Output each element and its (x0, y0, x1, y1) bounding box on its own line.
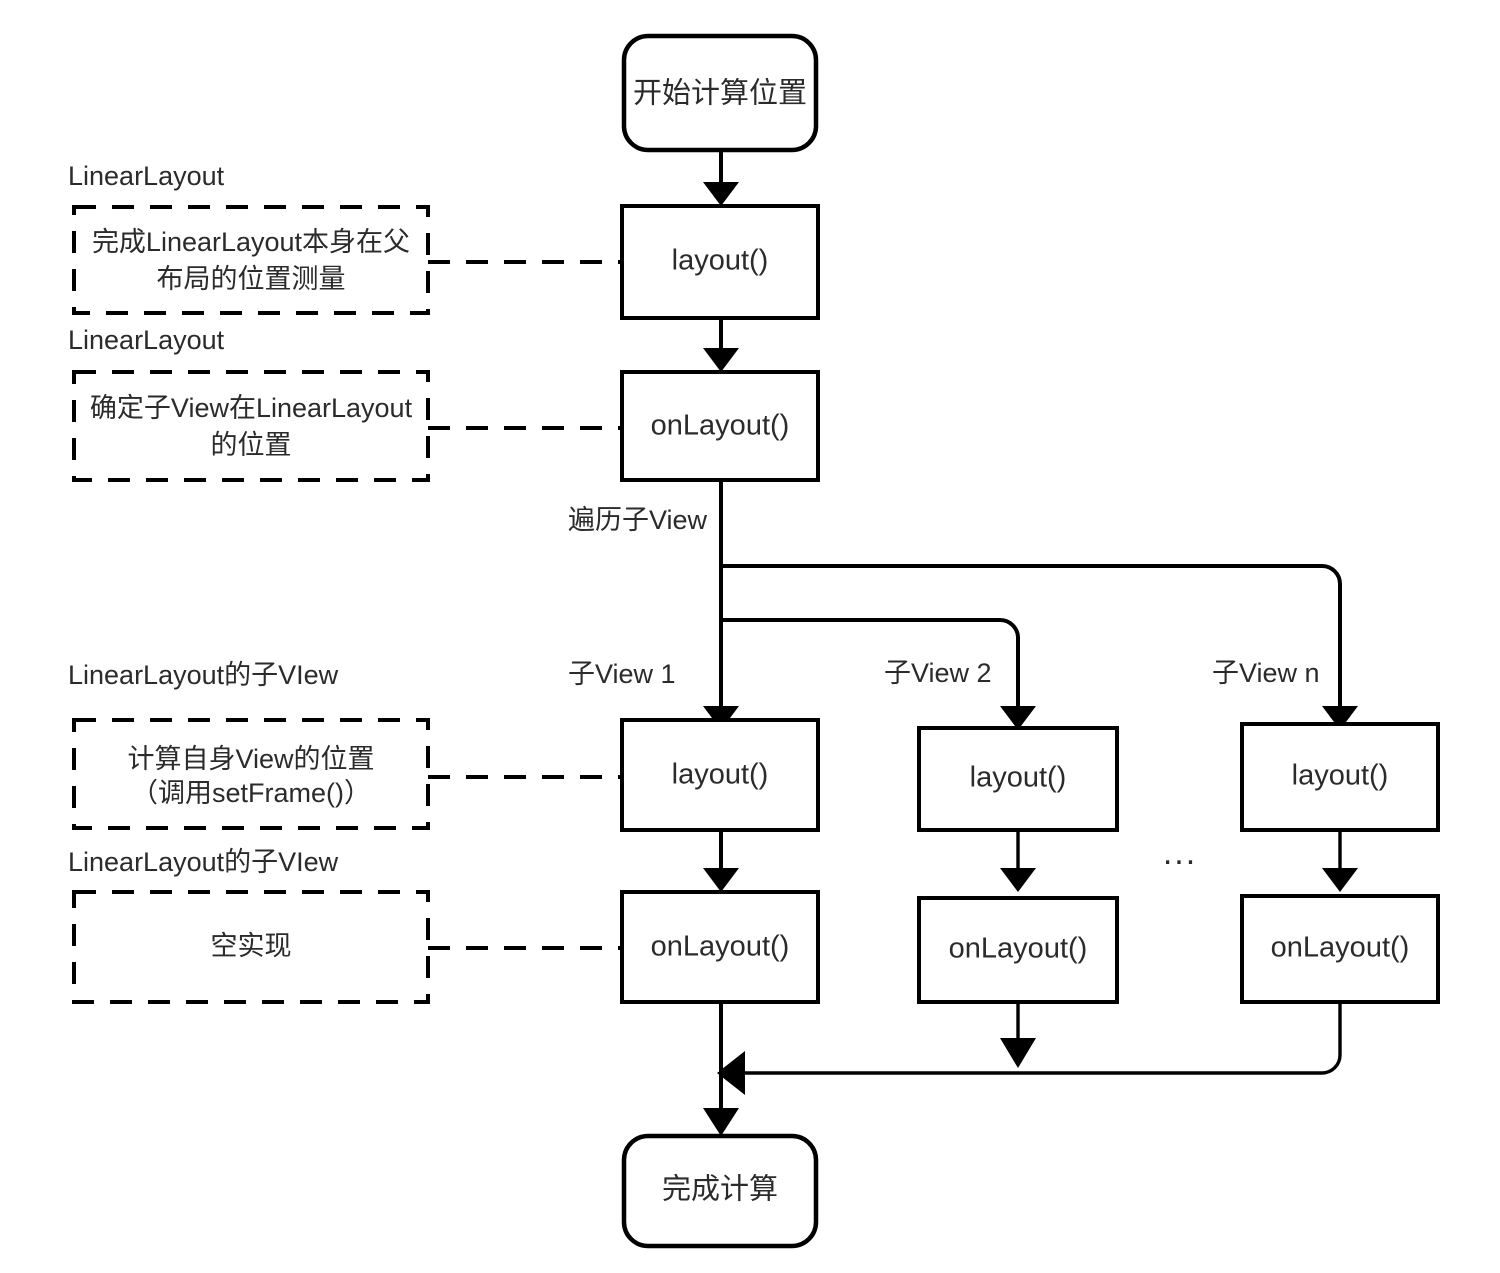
node-start[interactable]: 开始计算位置 (621, 33, 819, 153)
annotation-group-label-3: LinearLayout的子VIew (68, 660, 339, 690)
node-start-label: 开始计算位置 (633, 77, 807, 110)
annotation-group-label-4: LinearLayout的子VIew (68, 847, 339, 877)
edge-onlayout-to-fork (703, 480, 739, 730)
node-childn-onlayout[interactable]: onLayout() (1240, 894, 1440, 1004)
node-child1-onlayout[interactable]: onLayout() (620, 890, 820, 1004)
node-end[interactable]: 完成计算 (621, 1133, 819, 1249)
node-child1-layout[interactable]: layout() (620, 718, 820, 832)
annotation-group-3: LinearLayout的子VIew 计算自身View的位置 （调用setFra… (68, 660, 430, 830)
node-child1-layout-label: layout() (672, 759, 769, 791)
branch-label-child-2: 子View 2 (884, 658, 992, 688)
node-parent-layout-label: layout() (672, 245, 769, 277)
node-child2-onlayout[interactable]: onLayout() (917, 896, 1119, 1004)
annotation-box-1 (72, 205, 430, 315)
edge-child1-layout-to-onlayout (703, 830, 739, 892)
merge-arrowhead (717, 1051, 745, 1095)
annotation-line-4a: 空实现 (211, 931, 292, 961)
edge-fork-to-child-n (721, 564, 1358, 730)
annotation-group-2: LinearLayout 确定子View在LinearLayout 的位置 (68, 325, 430, 482)
edge-child1-onlayout-to-end (703, 1002, 739, 1136)
annotation-box-4 (72, 890, 430, 1004)
edge-fork-to-child-2 (721, 618, 1036, 730)
edge-child2-layout-to-onlayout (1000, 830, 1036, 892)
annotation-line-3b: （调用setFrame()） (131, 778, 371, 808)
node-parent-onlayout-label: onLayout() (651, 410, 790, 442)
edge-child2-onlayout-to-merge (1000, 1002, 1036, 1068)
branch-label-child-n: 子View n (1212, 658, 1320, 688)
annotation-line-2a: 确定子View在LinearLayout (90, 393, 413, 423)
edge-start-to-layout (703, 150, 739, 206)
edge-layout-to-onlayout (703, 318, 739, 372)
node-child2-onlayout-label: onLayout() (949, 933, 1088, 965)
node-child2-layout-label: layout() (970, 762, 1067, 794)
node-parent-onlayout[interactable]: onLayout() (620, 370, 820, 482)
annotation-line-3a: 计算自身View的位置 (127, 744, 374, 774)
annotation-line-1a: 完成LinearLayout本身在父 (92, 227, 410, 257)
node-child1-onlayout-label: onLayout() (651, 931, 790, 963)
annotation-group-label-1: LinearLayout (68, 161, 225, 191)
annotation-line-2b: 的位置 (211, 430, 292, 460)
annotation-group-label-2: LinearLayout (68, 325, 225, 355)
edge-label-traverse: 遍历子View (568, 505, 708, 535)
edge-childn-layout-to-onlayout (1322, 830, 1358, 892)
annotation-group-4: LinearLayout的子VIew 空实现 (68, 847, 430, 1004)
node-end-label: 完成计算 (662, 1173, 778, 1206)
node-parent-layout[interactable]: layout() (620, 204, 820, 320)
annotation-group-1: LinearLayout 完成LinearLayout本身在父 布局的位置测量 (68, 161, 430, 315)
edge-childn-onlayout-to-merge (745, 1002, 1342, 1075)
node-childn-layout-label: layout() (1292, 760, 1389, 792)
ellipsis-more-children: ... (1163, 834, 1197, 872)
annotation-line-1b: 布局的位置测量 (157, 264, 346, 294)
branch-label-child-1: 子View 1 (568, 659, 676, 689)
annotation-box-2 (72, 370, 430, 482)
node-childn-layout[interactable]: layout() (1240, 722, 1440, 832)
node-childn-onlayout-label: onLayout() (1271, 932, 1410, 964)
annotation-box-3 (72, 718, 430, 830)
node-child2-layout[interactable]: layout() (917, 726, 1119, 832)
